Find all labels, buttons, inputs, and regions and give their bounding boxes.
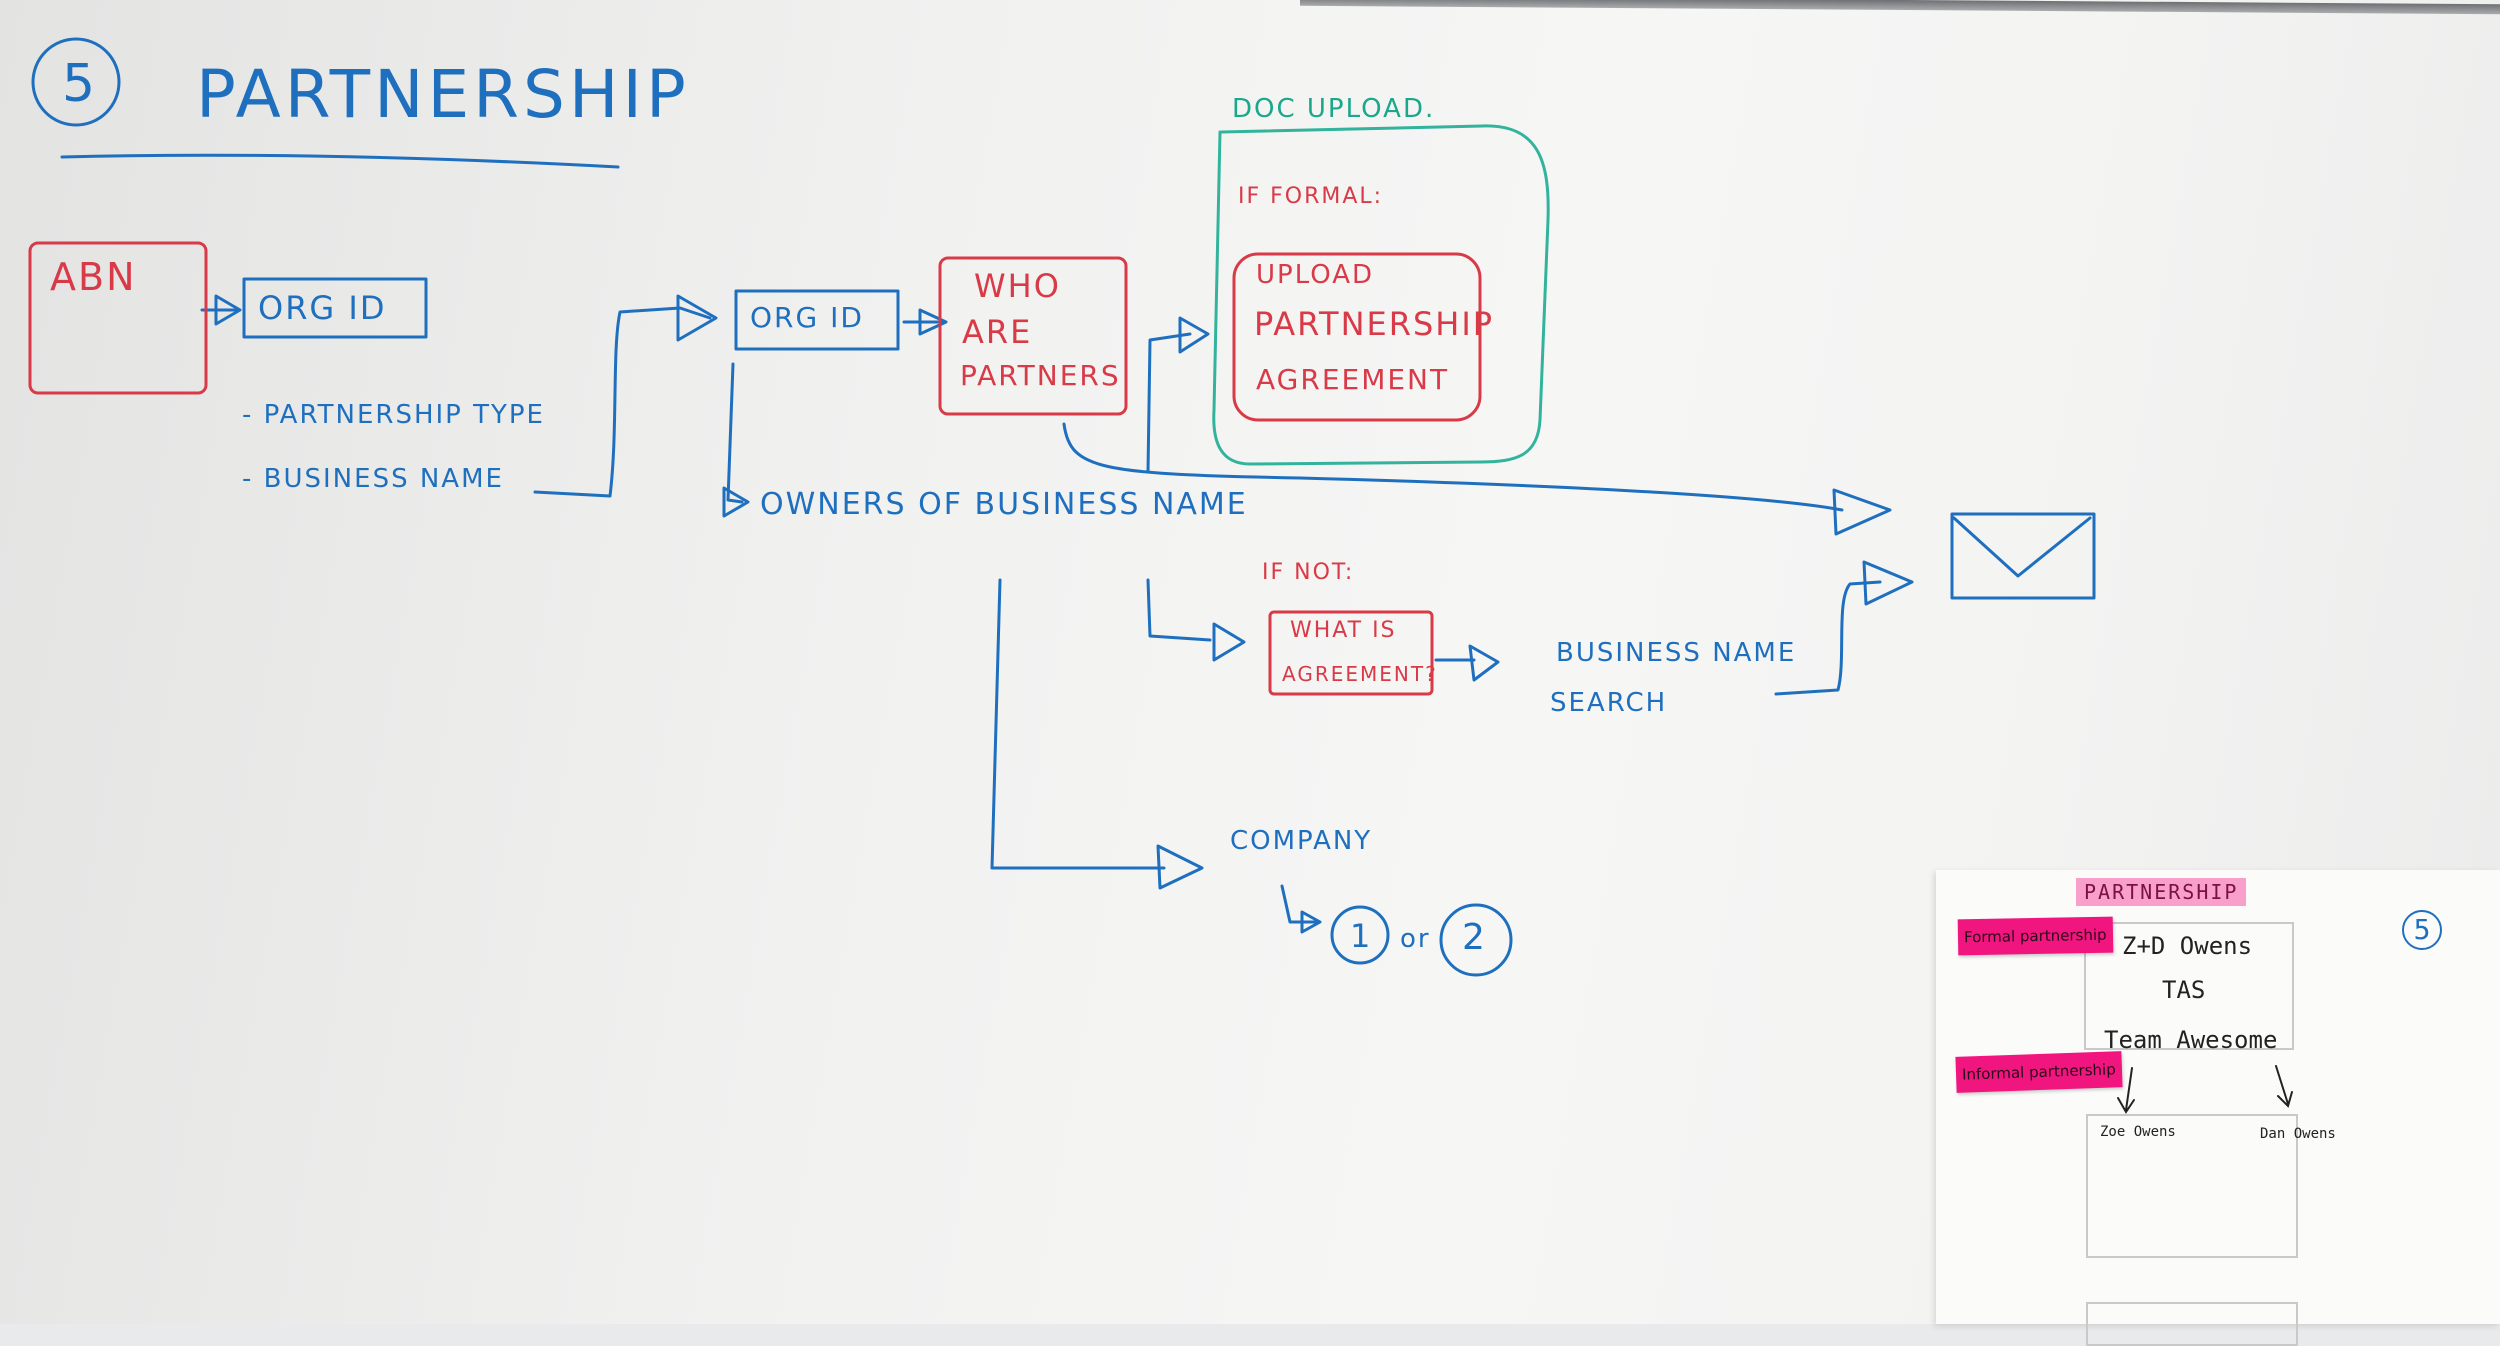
sheet-box-top bbox=[2084, 922, 2294, 1050]
sheet-line-3: Team Awesome bbox=[2104, 1026, 2278, 1054]
sheet-line-1: Z+D Owens bbox=[2122, 932, 2253, 960]
are-label: ARE bbox=[962, 313, 1033, 351]
partnership-label: PARTNERSHIP bbox=[1254, 305, 1495, 343]
option-1-circle bbox=[1330, 905, 1390, 965]
partnership-type-label: - PARTNERSHIP TYPE bbox=[242, 400, 545, 430]
org-id-2-label: ORG ID bbox=[750, 301, 864, 334]
if-not-label: IF NOT: bbox=[1262, 560, 1355, 585]
abn-box bbox=[28, 241, 208, 395]
connector-company bbox=[990, 578, 1166, 870]
connector-owners bbox=[726, 362, 744, 504]
upload-agreement-box bbox=[1232, 252, 1482, 422]
or-label: or bbox=[1400, 924, 1431, 954]
sheet-number: 5 bbox=[2402, 910, 2442, 950]
sheet-line-2: TAS bbox=[2162, 976, 2206, 1004]
owners-of-business-name-label: OWNERS OF BUSINESS NAME bbox=[760, 487, 1248, 522]
page-title: PARTNERSHIP bbox=[196, 56, 690, 133]
what-is-label: WHAT IS bbox=[1290, 618, 1397, 643]
if-formal-label: IF FORMAL: bbox=[1238, 184, 1384, 209]
agreement-question-label: AGREEMENT? bbox=[1282, 662, 1438, 686]
connector-business-to-orgid bbox=[533, 306, 712, 498]
sheet-name-left: Zoe Owens bbox=[2100, 1124, 2176, 1140]
upload-label: UPLOAD bbox=[1256, 260, 1375, 290]
agreement-label: AGREEMENT bbox=[1256, 363, 1450, 396]
sheet-name-right: Dan Owens bbox=[2260, 1126, 2336, 1142]
org-id-1-label: ORG ID bbox=[258, 289, 387, 327]
step-number: 5 bbox=[62, 54, 98, 114]
what-is-agreement-box bbox=[1268, 610, 1434, 696]
who-label: WHO bbox=[974, 267, 1061, 305]
doc-upload-box bbox=[1212, 124, 1550, 466]
step-circle bbox=[31, 37, 121, 127]
arrow-to-envelope bbox=[1062, 422, 1844, 512]
option-2-circle bbox=[1439, 903, 1513, 977]
sheet-arrows bbox=[2117, 1065, 2293, 1114]
sheet-box-bottom bbox=[2086, 1114, 2298, 1258]
envelope-icon bbox=[1950, 512, 2096, 600]
business-name-search-label-2: SEARCH bbox=[1550, 688, 1668, 718]
doc-upload-label: DOC UPLOAD. bbox=[1232, 94, 1436, 124]
paper-sheet: PARTNERSHIP 5 Formal partnership Z+D Owe… bbox=[1936, 870, 2500, 1346]
org-id-box-2 bbox=[734, 289, 900, 351]
business-name-label: - BUSINESS NAME bbox=[242, 464, 504, 494]
sheet-title: PARTNERSHIP bbox=[2076, 878, 2247, 906]
option-2-label: 2 bbox=[1462, 917, 1487, 958]
title-underline bbox=[60, 153, 620, 169]
abn-label: ABN bbox=[50, 255, 137, 299]
business-name-search-label-1: BUSINESS NAME bbox=[1556, 638, 1797, 668]
partners-label: PARTNERS bbox=[960, 359, 1121, 392]
org-id-box-1 bbox=[242, 277, 428, 339]
option-1-label: 1 bbox=[1350, 917, 1373, 955]
who-are-partners-box bbox=[938, 256, 1128, 416]
company-label: COMPANY bbox=[1230, 826, 1373, 856]
